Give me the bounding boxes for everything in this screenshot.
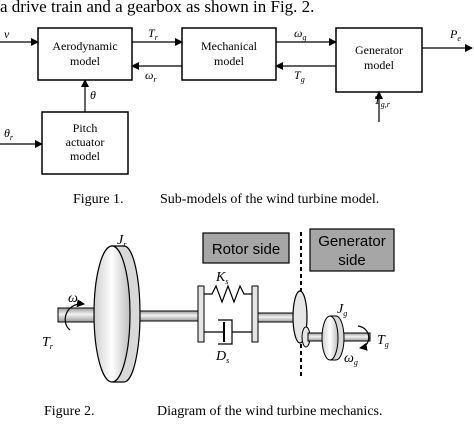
- label-Ds: Ds: [215, 349, 229, 365]
- label-omega-r-main: ω: [145, 68, 153, 82]
- label-Ks-sub: s: [225, 277, 228, 286]
- label-Ks-main: K: [215, 270, 226, 285]
- label-Jr-main: J: [117, 233, 124, 248]
- label-Tg-sub: g: [301, 75, 305, 84]
- generator-side-label-line2: side: [338, 252, 366, 269]
- label-omega-g-speed-sub: g: [354, 358, 358, 367]
- pitch-actuator-label-line2: actuator: [66, 135, 105, 149]
- intermediate-shaft: [257, 312, 299, 323]
- figure-2-caption-text: Diagram of the wind turbine mechanics.: [157, 404, 382, 419]
- label-omega-g-sub: g: [302, 33, 306, 42]
- label-omega-r-sub: r: [153, 75, 157, 84]
- aerodynamic-model-block: [37, 27, 133, 81]
- pitch-actuator-model-block: [41, 111, 129, 175]
- pitch-actuator-label-line3: model: [70, 149, 101, 163]
- label-theta-r-sub: r: [10, 133, 14, 142]
- rotor-side-box: [202, 232, 290, 264]
- label-Jr: Jr: [117, 233, 127, 249]
- label-theta: θ: [90, 88, 96, 102]
- label-omega-g-speed-main: ω: [344, 351, 354, 366]
- label-Tgr-main: T: [374, 93, 382, 107]
- rotor-side-label: Rotor side: [212, 241, 280, 258]
- label-omega-r-speed-main: ω: [68, 291, 78, 306]
- label-Tr-torque: Tr: [42, 335, 54, 351]
- generator-model-label-line1: Generator: [355, 43, 403, 57]
- rotor-main-shaft: [139, 310, 201, 322]
- label-Tr-sub: r: [155, 33, 159, 42]
- rotor-torque-rotation-arrow: [64, 299, 85, 331]
- generator-side-box: [309, 228, 395, 272]
- label-theta-r: θr: [4, 126, 14, 142]
- pitch-actuator-label-line1: Pitch: [73, 121, 98, 135]
- mechanical-model-label-line2: model: [214, 54, 245, 68]
- coupling-plate-right: [251, 285, 259, 343]
- label-omega-g: ωg: [294, 26, 306, 42]
- mechanical-model-label-line1: Mechanical: [201, 39, 258, 53]
- label-Pe-sub: e: [457, 34, 461, 43]
- label-Jg-main: J: [337, 302, 344, 317]
- label-Jr-sub: r: [123, 240, 127, 249]
- label-omega-g-speed: ωg: [344, 351, 358, 367]
- label-Ds-sub: s: [226, 356, 229, 365]
- generator-model-label-line2: model: [364, 58, 395, 72]
- spring-Ks: [204, 284, 252, 304]
- label-theta-r-main: θ: [4, 126, 10, 140]
- label-Ks: Ks: [215, 270, 228, 286]
- figure-1-caption-text: Sub-models of the wind turbine model.: [160, 192, 379, 207]
- aerodynamic-model-label-line1: Aerodynamic: [52, 39, 117, 53]
- label-Tr-torque-sub: r: [50, 342, 54, 351]
- label-Pe-main: P: [449, 27, 458, 41]
- label-Tgr: Tg,r: [374, 93, 391, 109]
- label-Jg: Jg: [337, 302, 347, 318]
- label-Jg-sub: g: [343, 309, 347, 318]
- label-Pe: Pe: [449, 27, 461, 43]
- figure-2-mechanics-diagram: Rotor side Generator side: [42, 228, 395, 383]
- label-Tg-torque-sub: g: [385, 340, 389, 349]
- label-omega-r-speed: ωr: [68, 291, 82, 307]
- paragraph-text: a drive train and a gearbox as shown in …: [0, 0, 314, 16]
- figure-1-block-diagram: Aerodynamic model Mechanical model Gener…: [0, 26, 473, 175]
- generator-model-block: [335, 27, 423, 93]
- generator-side-label-line1: Generator: [318, 233, 386, 250]
- label-omega-r-speed-sub: r: [78, 298, 82, 307]
- label-Tg-torque-main: T: [377, 333, 386, 348]
- label-v: v: [4, 27, 10, 41]
- mechanical-model-block: [181, 27, 277, 81]
- label-Tg-main: T: [294, 68, 302, 82]
- label-Tr: Tr: [148, 26, 159, 42]
- generator-torque-rotation-arrow: [357, 325, 370, 351]
- label-Tr-main: T: [148, 26, 156, 40]
- label-omega-g-main: ω: [294, 26, 302, 40]
- generator-disc-face: [321, 315, 339, 361]
- label-Ds-main: D: [215, 349, 226, 364]
- label-Tgr-sub: g,r: [381, 100, 391, 109]
- figure-2-caption-number: Figure 2.: [44, 404, 95, 419]
- aerodynamic-model-label-line2: model: [70, 54, 101, 68]
- rotor-disc-face: [93, 245, 131, 383]
- label-Tg: Tg: [294, 68, 305, 84]
- coupling-plate-left: [197, 285, 205, 343]
- label-omega-r: ωr: [145, 68, 157, 84]
- label-Tr-torque-main: T: [42, 335, 51, 350]
- damper-Ds: [204, 319, 252, 345]
- figure-1-caption-number: Figure 1.: [73, 192, 124, 207]
- label-Tg-torque: Tg: [377, 333, 389, 349]
